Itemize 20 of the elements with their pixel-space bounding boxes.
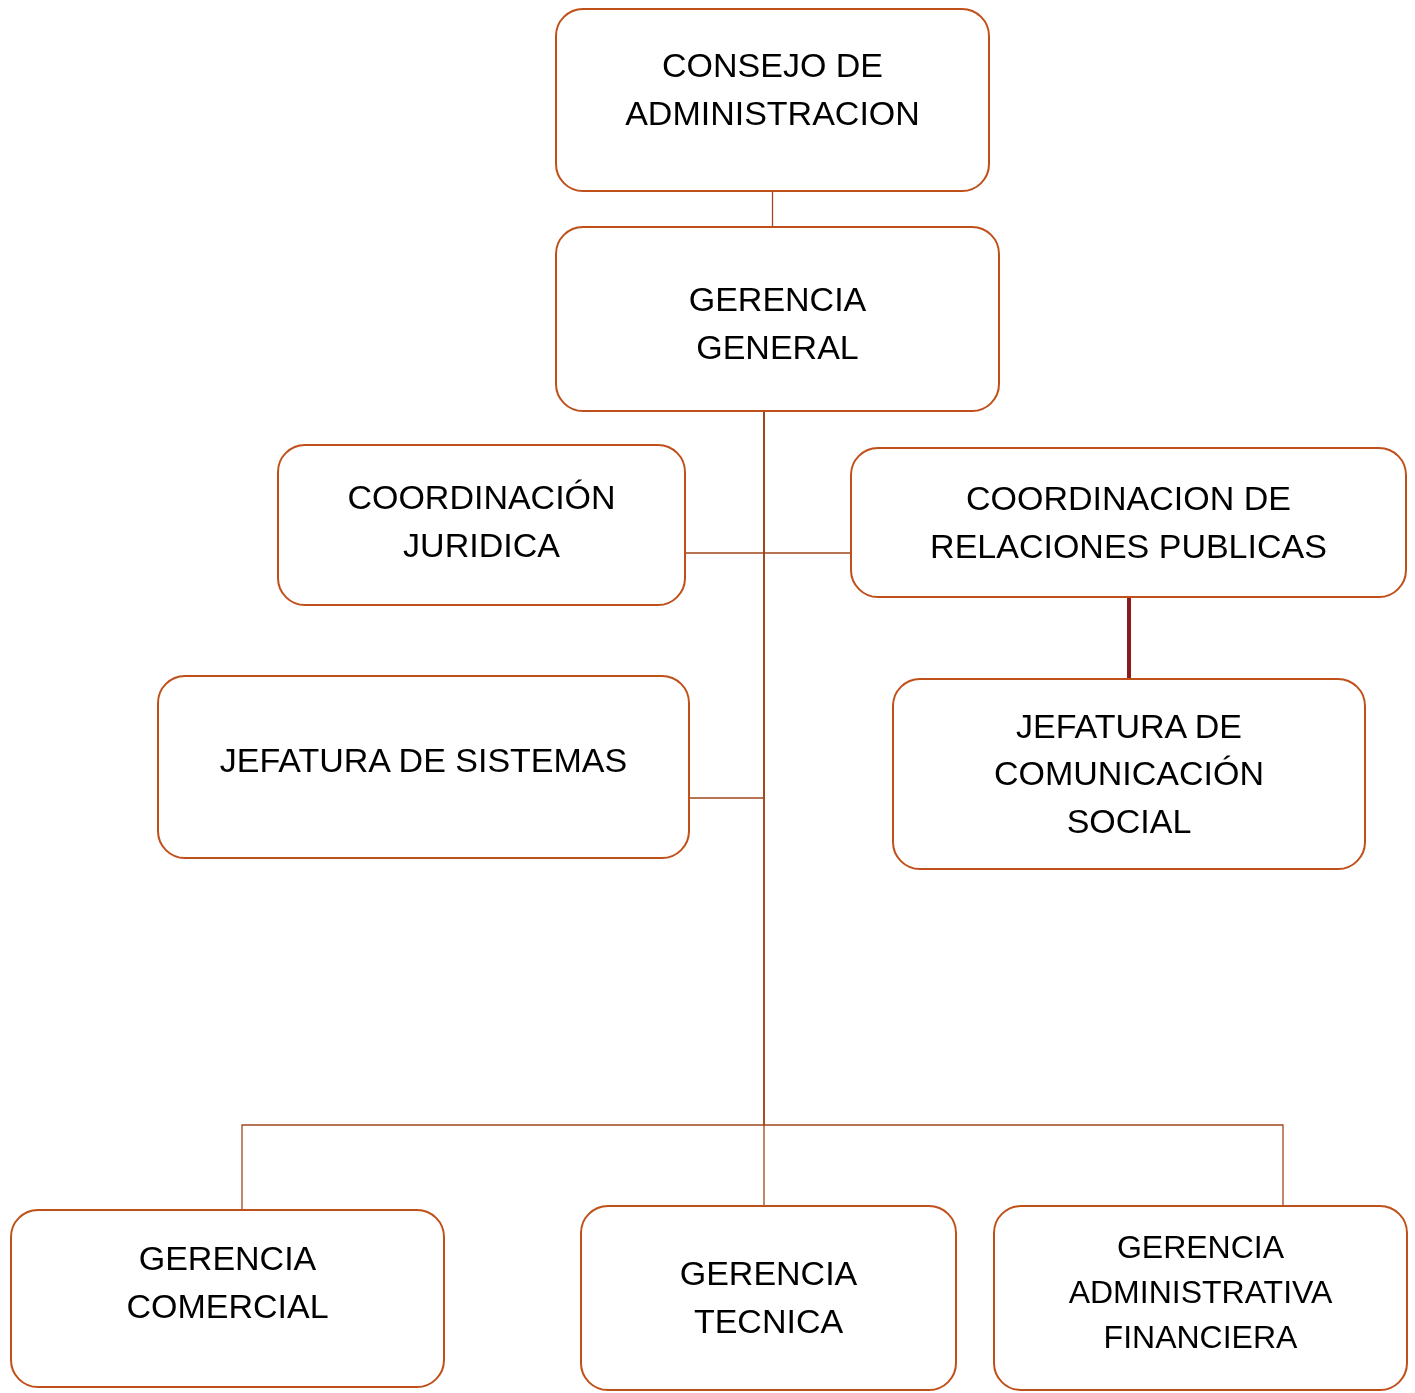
box-label: COORDINACION DE RELACIONES PUBLICAS <box>929 477 1328 567</box>
box-label: JEFATURA DE SISTEMAS <box>219 740 628 781</box>
org-box <box>555 226 1000 412</box>
box-label: GERENCIA COMERCIAL <box>125 1238 330 1327</box>
box-label: GERENCIA ADMINISTRATIVA FINANCIERA <box>1067 1228 1334 1357</box>
org-box <box>993 1205 1408 1391</box>
connector-line <box>771 191 774 227</box>
box-label: JEFATURA DE COMUNICACIÓN SOCIAL <box>992 705 1266 842</box>
org-box <box>580 1205 957 1391</box>
box-label: CONSEJO DE ADMINISTRACION <box>624 45 921 134</box>
org-box <box>157 675 690 859</box>
box-label: GERENCIA GENERAL <box>687 279 868 368</box>
connector-line <box>1127 598 1131 678</box>
box-label: COORDINACIÓN JURIDICA <box>346 477 617 566</box>
org-box <box>850 447 1407 598</box>
org-box <box>892 678 1366 870</box>
org-box <box>555 8 990 192</box>
org-box <box>10 1209 445 1388</box>
box-label: GERENCIA TECNICA <box>678 1253 859 1342</box>
org-box <box>277 444 686 606</box>
